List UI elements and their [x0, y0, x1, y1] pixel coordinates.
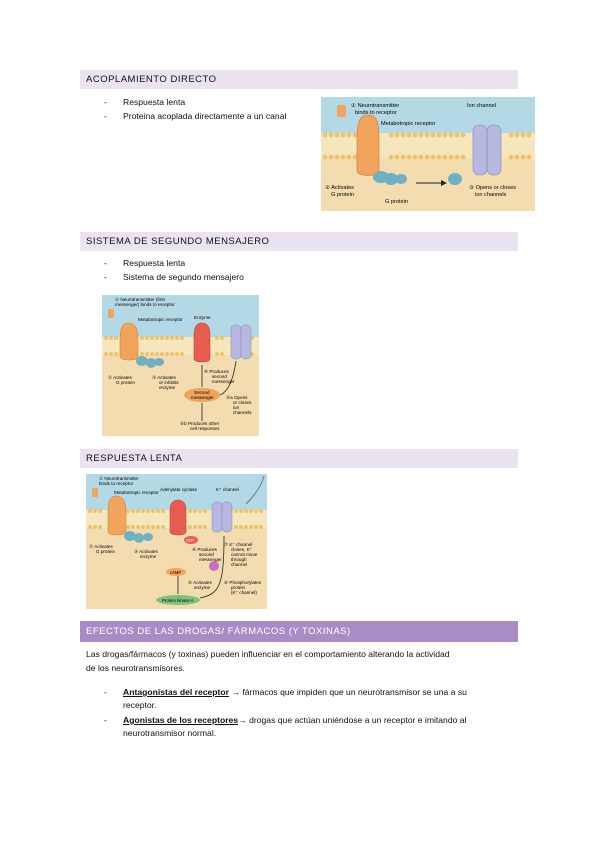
- fig3-label: enzyme: [194, 585, 211, 590]
- fig2-label: messenger: [212, 379, 235, 384]
- fig1-label: G protein: [331, 192, 354, 198]
- fig2-label: G protein: [116, 380, 135, 385]
- fig2-label: messenger) binds to receptor: [115, 302, 175, 307]
- fig1-label: ③ Opens or closes: [469, 184, 516, 191]
- fig2-label: ① Neurotransmitter (first: [115, 297, 166, 302]
- term: Agonistas de los receptores: [123, 715, 239, 725]
- fig3-label: Protein kinase A: [162, 598, 194, 603]
- fig1-label: binds to receptor: [355, 110, 397, 116]
- fig1-label: ion channels: [475, 192, 507, 198]
- fig3-label: messenger: [199, 557, 222, 562]
- fig1-label: Metabotropic receptor: [381, 121, 436, 127]
- fig2-label: ④ Produces: [204, 369, 230, 374]
- fig2-label: Metabotropic receptor: [138, 317, 183, 322]
- fig3-label: ⑦ K⁺ channel: [224, 542, 252, 547]
- paragraph: Las drogas/fármacos (y toxinas) pueden i…: [86, 649, 450, 673]
- list-item: -Proteina acoplada directamente a un can…: [104, 111, 287, 121]
- fig3-label: through: [231, 557, 247, 562]
- fig1-label: ① Neurotransmitter: [351, 102, 399, 109]
- section-header-acoplamiento: ACOPLAMIENTO DIRECTO: [80, 70, 518, 89]
- fig3-label: enzyme: [140, 554, 157, 559]
- fig3-label: ② Activates: [89, 544, 113, 549]
- fig3-label: (K⁺ channel): [231, 590, 257, 595]
- fig3-label: cAMP: [170, 570, 181, 575]
- fig1-label: G protein: [385, 199, 408, 205]
- fig3-label: Adenylate cyclase: [160, 487, 197, 492]
- fig3-label: ③ Activates: [134, 549, 158, 554]
- fig3-label: ① Neurotransmitter: [99, 476, 139, 481]
- section-title: ACOPLAMIENTO DIRECTO: [86, 74, 217, 85]
- fig2-label: Enzyme: [194, 315, 211, 320]
- fig3-label: ATP: [186, 538, 194, 543]
- fig2-label: ⑤b Produces other: [180, 421, 220, 426]
- fig2-label: ⑤a Opens: [226, 395, 248, 400]
- fig3-label: Metabotropic receptor: [114, 490, 159, 495]
- list-item: -Respuesta lenta: [104, 258, 186, 268]
- section-header-respuesta-lenta: RESPUESTA LENTA: [80, 449, 518, 468]
- fig3-label: second: [199, 552, 214, 557]
- list-item: -Sistema de segundo mensajero: [104, 272, 244, 282]
- section-title: EFECTOS DE LAS DROGAS/ FÁRMACOS (Y TOXIN…: [86, 626, 351, 637]
- neurotransmitter-shape: [337, 105, 346, 117]
- section-title: RESPUESTA LENTA: [86, 453, 183, 464]
- fig2-label: or inhibits: [159, 380, 179, 385]
- fig3-label: ④ Produces: [192, 547, 218, 552]
- figure-slow-response: ① Neurotransmitter binds to receptor Met…: [86, 474, 267, 609]
- fig2-label: second: [212, 374, 227, 379]
- fig3-label: K⁺ channel: [216, 487, 239, 492]
- section-title: SISTEMA DE SEGUNDO MENSAJERO: [86, 236, 270, 247]
- section-header-segundo-mensajero: SISTEMA DE SEGUNDO MENSAJERO: [80, 232, 518, 251]
- figure-direct-coupling: ① Neurotransmitter binds to receptor Met…: [321, 97, 535, 211]
- fig3-label: closes, K⁺: [231, 547, 253, 552]
- fig3-label: cannot move: [231, 552, 258, 557]
- fig3-label: G protein: [96, 549, 115, 554]
- list-item: -Respuesta lenta: [104, 97, 186, 107]
- fig2-label: ion: [233, 405, 240, 410]
- term: Antagonistas del receptor: [123, 687, 230, 697]
- fig2-label: messenger: [191, 395, 214, 400]
- fig3-label: ⑤ Activates: [188, 580, 212, 585]
- fig2-label: Second: [194, 390, 210, 395]
- list-item-antagonistas: -Antagonistas del receptor → fármacos qu…: [104, 687, 467, 710]
- fig3-label: channel: [231, 562, 247, 567]
- figure-second-messenger: ① Neurotransmitter (first messenger) bin…: [102, 295, 259, 436]
- fig2-label: cell responses: [190, 426, 220, 431]
- fig3-label: binds to receptor: [99, 481, 134, 486]
- fig3-label: ⑥ Phosphorylates: [224, 580, 262, 585]
- fig1-label: Ion channel: [467, 103, 496, 109]
- fig1-label: ② Activates: [325, 184, 354, 191]
- section-header-efectos: EFECTOS DE LAS DROGAS/ FÁRMACOS (Y TOXIN…: [80, 621, 518, 642]
- fig3-label: protein: [231, 585, 245, 590]
- fig2-label: channels: [233, 410, 252, 415]
- list-item-agonistas: -Agonistas de los receptores→ drogas que…: [104, 715, 467, 738]
- fig2-label: ② Activates: [108, 375, 132, 380]
- fig2-label: or closes: [233, 400, 252, 405]
- fig2-label: enzyme: [159, 385, 176, 390]
- fig2-label: ③ Activates: [152, 375, 176, 380]
